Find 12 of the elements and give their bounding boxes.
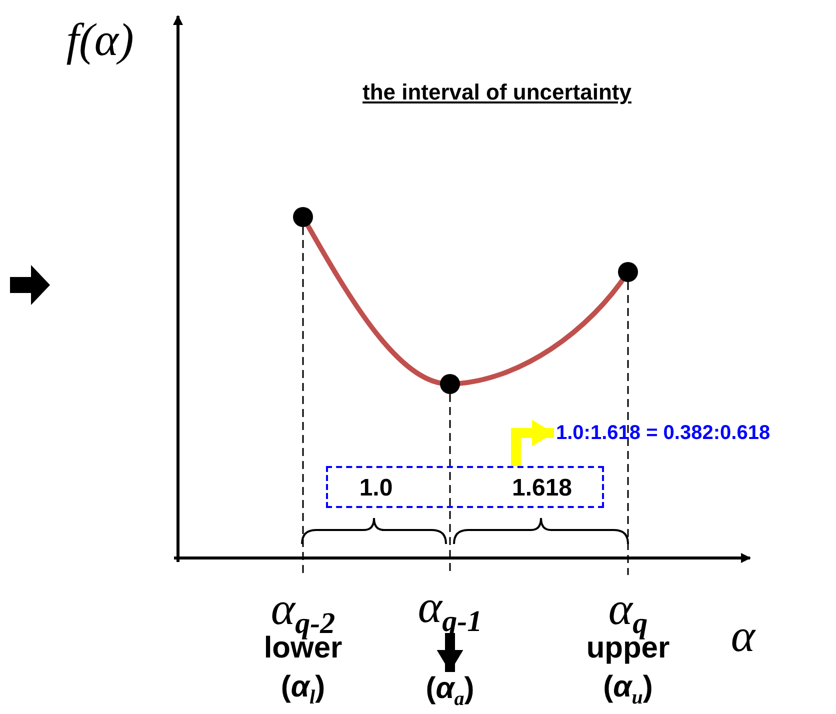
axis-label: f(α) xyxy=(66,16,134,64)
arrow xyxy=(511,420,554,466)
ratio-value: 1.0 xyxy=(359,475,393,501)
ratio-equation: 1.0:1.618 = 0.382:0.618 xyxy=(556,422,770,444)
point-label: (α$_{u}$) xyxy=(603,672,653,708)
point-label: (α$_{l}$) xyxy=(280,672,326,708)
ratio-value: 1.618 xyxy=(512,475,572,501)
dashed-box xyxy=(326,466,604,508)
axis-label: α xyxy=(730,612,756,660)
arrow xyxy=(436,633,464,672)
point-label: (α$_{a}$) xyxy=(426,672,474,710)
title: the interval of uncertainty xyxy=(362,80,632,104)
